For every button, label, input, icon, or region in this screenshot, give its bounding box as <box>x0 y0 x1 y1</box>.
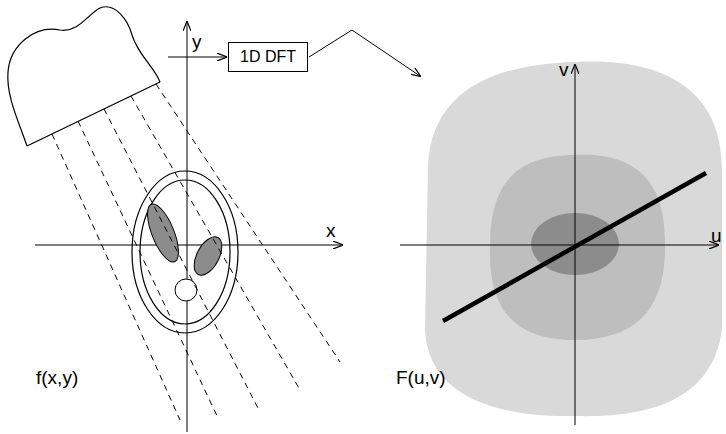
axis-label: v <box>559 60 569 79</box>
box-text: 1D DFT <box>240 48 296 66</box>
spectrum <box>400 62 722 425</box>
process-box: 1D DFT <box>228 42 308 72</box>
object <box>8 7 420 432</box>
axis-label: x <box>326 221 336 240</box>
axis-label: F(u,v) <box>396 368 446 387</box>
axis-label: u <box>711 226 722 245</box>
axis-label: y <box>192 32 202 51</box>
axis-label: f(x,y) <box>36 368 78 387</box>
